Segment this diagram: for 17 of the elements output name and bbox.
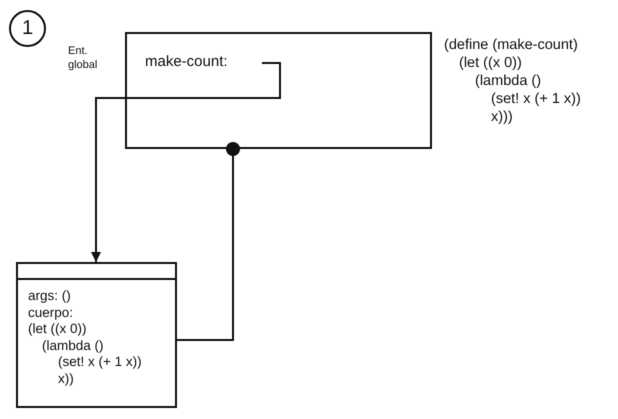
arrow — [91, 62, 281, 262]
binding-label: make-count: — [145, 53, 262, 71]
code-line: cuerpo: — [28, 304, 74, 321]
code-line: (set! x (+ 1 x)) — [58, 354, 142, 370]
procedure-object-box — [16, 262, 177, 408]
code-line: (lambda () — [475, 72, 542, 90]
code-line: x)) — [58, 370, 74, 387]
environment-label: Ent. global — [68, 44, 98, 72]
code-line: (let ((x 0)) — [459, 54, 522, 72]
code-line: (lambda () — [42, 338, 104, 354]
callout-number: 1 — [9, 10, 46, 47]
code-line: args: () — [28, 288, 71, 304]
code-line: (define (make-count) — [444, 36, 578, 54]
code-line: x))) — [491, 108, 513, 126]
code-line: (set! x (+ 1 x)) — [491, 90, 581, 108]
connector-line — [177, 142, 240, 341]
code-line: (let ((x 0)) — [28, 321, 86, 338]
